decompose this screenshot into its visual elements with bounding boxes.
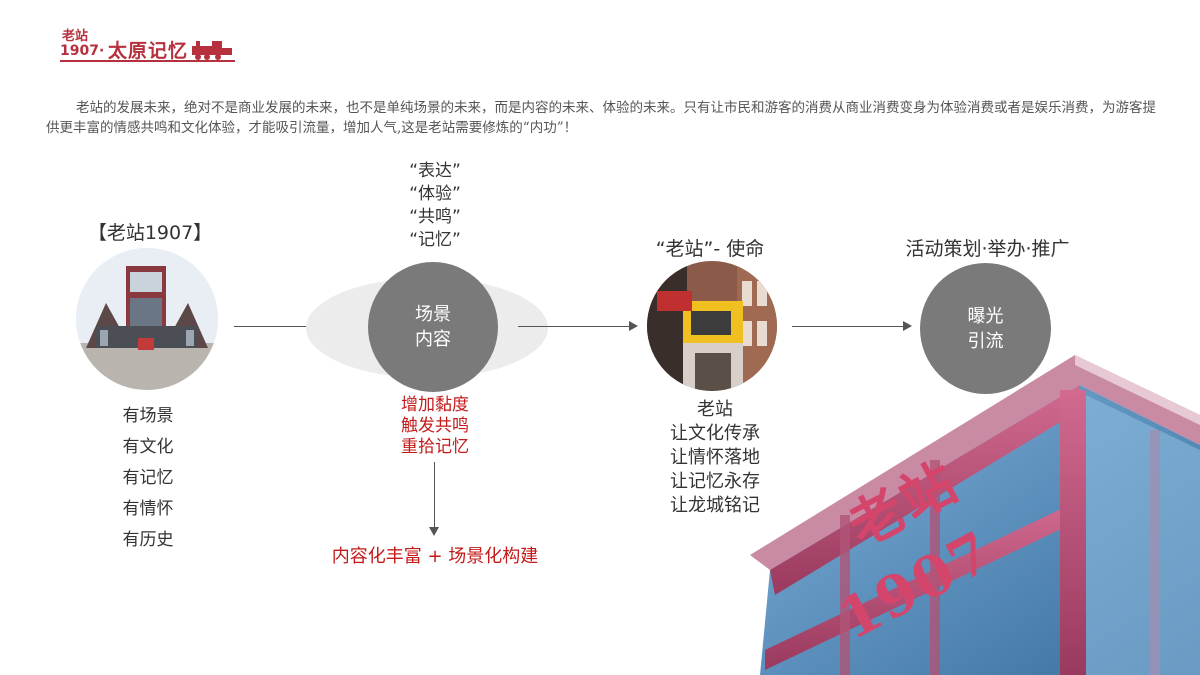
intro-paragraph: 老站的发展未来，绝对不是商业发展的未来，也不是单纯场景的未来，而是内容的未来、体… [46,100,1156,136]
col3-item: 老站 [697,399,733,420]
quote-item: “共鸣” [409,207,461,227]
logo-top-text: 老站 [62,29,89,44]
col3-item: 让龙城铭记 [670,495,760,516]
col1-item: 有历史 [122,530,174,550]
col1-title: 【老站1907】 [87,222,213,244]
red-item: 增加黏度 [401,395,469,415]
logo-name: 太原记忆 [108,40,189,62]
station-photo-1 [76,248,218,390]
quote-item: “记忆” [409,230,461,250]
scene-content-circle: 场景 内容 [368,262,498,392]
exposure-traffic-circle: 曝光 引流 [920,263,1051,394]
col4-title: 活动策划·举办·推广 [905,238,1070,260]
arrow-right-icon [629,321,638,331]
col2-bottom-text: 内容化丰富 + 场景化构建 [331,546,539,567]
logo-underline [60,60,235,62]
arrow-down-line [434,462,435,528]
station-building-photo [750,355,1200,675]
col2-quotes: “表达” “体验” “共鸣” “记忆” [380,160,490,252]
col3-item: 让情怀落地 [670,447,760,468]
train-icon [192,41,232,60]
circle-label: 内容 [415,329,451,350]
circle-label: 场景 [415,304,451,325]
col1-item: 有情怀 [122,499,174,519]
arrow-1-line [234,326,346,327]
circle-label: 曝光 [967,305,1004,327]
col3-title: “老站”- 使命 [655,238,765,260]
quote-item: “体验” [409,184,461,204]
logo-year: 1907· [60,43,105,59]
red-item: 重拾记忆 [401,437,469,457]
arrow-2-line [518,326,630,327]
col1-list: 有场景 有文化 有记忆 有情怀 有历史 [98,401,198,556]
circle-label: 引流 [967,330,1004,352]
col3-list: 老站 让文化传承 让情怀落地 让记忆永存 让龙城铭记 [650,398,780,518]
col1-item: 有记忆 [122,468,174,488]
col2-red-list: 增加黏度 触发共鸣 重拾记忆 [380,395,490,458]
red-item: 触发共鸣 [401,416,469,436]
col3-item: 让记忆永存 [670,471,760,492]
arrow-3-line [792,326,904,327]
col1-item: 有文化 [122,437,174,457]
arrow-down-icon [429,527,439,536]
col3-item: 让文化传承 [670,423,760,444]
col1-item: 有场景 [122,406,174,426]
arrow-right-icon [903,321,912,331]
quote-item: “表达” [409,161,461,181]
